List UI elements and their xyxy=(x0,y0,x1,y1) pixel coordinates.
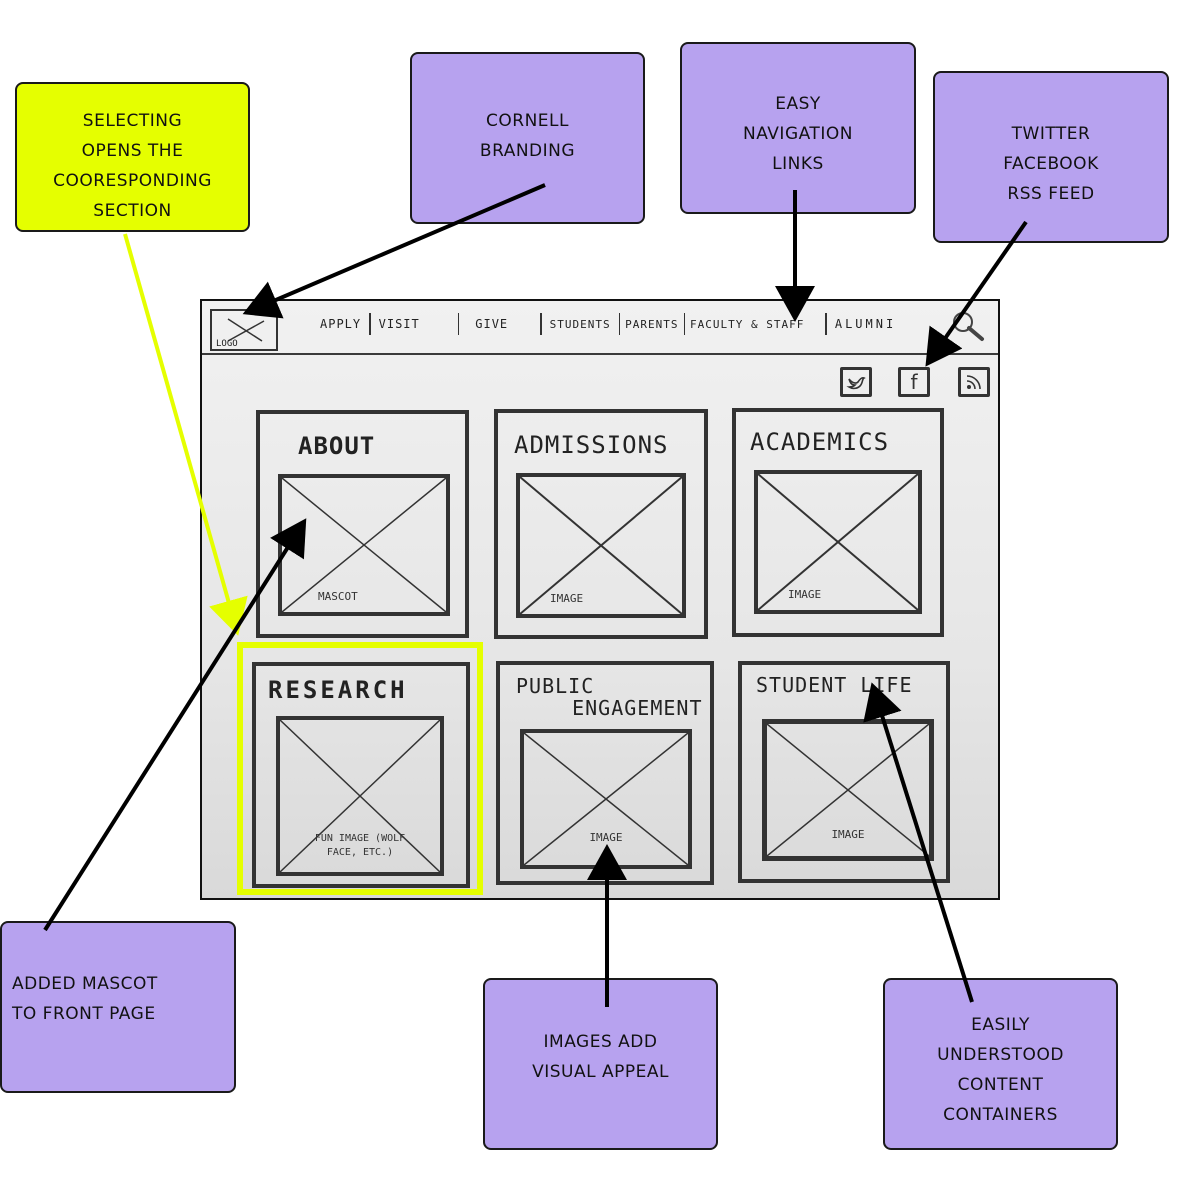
card-title-line: ENGAGEMENT xyxy=(546,696,703,720)
logo-label: LOGO xyxy=(216,339,238,349)
note-line: COORESPONDING xyxy=(53,171,212,191)
nav-link-apply[interactable]: APPLY xyxy=(320,317,362,331)
facebook-icon: f xyxy=(910,370,918,394)
selected-card-highlight xyxy=(237,642,483,895)
image-x-icon xyxy=(758,474,918,610)
nav-links: APPLY VISIT GIVE STUDENTS PARENTS FACULT… xyxy=(314,313,902,335)
note-line: CORNELL xyxy=(486,111,569,131)
search-button[interactable] xyxy=(950,309,986,347)
note-line: NAVIGATION xyxy=(743,124,853,144)
image-caption: IMAGE xyxy=(550,592,584,605)
card-title: STUDENT LIFE xyxy=(756,673,913,697)
note-line: RSS FEED xyxy=(1007,184,1095,204)
note-line: VISUAL APPEAL xyxy=(532,1062,669,1082)
nav-divider xyxy=(825,313,827,335)
nav-link-faculty-staff[interactable]: FACULTY & STAFF xyxy=(690,317,805,331)
card-title: ACADEMICS xyxy=(750,428,890,456)
card-admissions[interactable]: ADMISSIONS IMAGE xyxy=(494,409,708,639)
image-placeholder: MASCOT xyxy=(278,474,450,616)
image-caption: FUN IMAGE (WOLF FACE, ETC.) xyxy=(314,833,406,858)
rss-button[interactable] xyxy=(958,367,990,397)
twitter-icon xyxy=(846,376,866,390)
card-title: PUBLIC ENGAGEMENT xyxy=(516,675,703,719)
card-title: ADMISSIONS xyxy=(514,431,669,459)
image-x-icon xyxy=(280,720,440,872)
logo-placeholder[interactable]: LOGO xyxy=(210,309,278,351)
note-line: CONTAINERS xyxy=(943,1105,1058,1125)
image-placeholder: IMAGE xyxy=(762,719,934,861)
note-line: EASY xyxy=(775,94,821,114)
nav-link-give[interactable]: GIVE xyxy=(475,317,509,331)
note-social-feeds: TWITTER FACEBOOK RSS FEED xyxy=(933,71,1169,243)
image-caption: MASCOT xyxy=(318,590,358,603)
nav-bar: LOGO APPLY VISIT GIVE STUDENTS PARENTS F… xyxy=(202,301,998,355)
nav-divider xyxy=(540,313,542,335)
note-added-mascot: ADDED MASCOT TO FRONT PAGE xyxy=(0,921,236,1093)
note-line: BRANDING xyxy=(479,141,576,161)
note-line: LINKS xyxy=(772,154,824,174)
image-caption: IMAGE xyxy=(589,831,623,844)
note-line: OPENS THE xyxy=(81,141,184,161)
note-line: SELECTING xyxy=(82,111,183,131)
twitter-button[interactable] xyxy=(840,367,872,397)
nav-divider xyxy=(683,313,685,335)
note-line: TWITTER xyxy=(1011,124,1091,144)
card-student-life[interactable]: STUDENT LIFE IMAGE xyxy=(738,661,950,883)
note-line: ADDED MASCOT xyxy=(12,974,158,994)
note-line: EASILY xyxy=(971,1015,1030,1035)
card-academics[interactable]: ACADEMICS IMAGE xyxy=(732,408,944,637)
nav-link-visit[interactable]: VISIT xyxy=(378,317,420,331)
note-images-visual-appeal: IMAGES ADD VISUAL APPEAL xyxy=(483,978,718,1150)
image-caption: IMAGE xyxy=(788,588,822,601)
note-line: TO FRONT PAGE xyxy=(12,1004,156,1024)
note-line: CONTENT xyxy=(957,1075,1044,1095)
nav-link-alumni[interactable]: ALUMNI xyxy=(834,317,897,331)
note-line: FACEBOOK xyxy=(1003,154,1099,174)
card-about[interactable]: ABOUT MASCOT xyxy=(256,410,469,638)
rss-icon xyxy=(966,375,981,390)
nav-divider xyxy=(457,313,460,335)
card-public-engagement[interactable]: PUBLIC ENGAGEMENT IMAGE xyxy=(496,661,714,885)
image-placeholder: IMAGE xyxy=(754,470,922,614)
note-line: SECTION xyxy=(93,201,172,221)
image-x-icon xyxy=(520,477,682,614)
note-line: UNDERSTOOD xyxy=(937,1045,1064,1065)
image-x-icon xyxy=(282,478,446,612)
nav-link-parents[interactable]: PARENTS xyxy=(625,317,679,331)
note-easy-navigation: EASY NAVIGATION LINKS xyxy=(680,42,916,214)
image-placeholder: IMAGE xyxy=(516,473,686,618)
note-content-containers: EASILY UNDERSTOOD CONTENT CONTAINERS xyxy=(883,978,1118,1150)
card-title: ABOUT xyxy=(298,432,376,460)
nav-divider xyxy=(369,313,371,335)
note-selecting-opens-section: SELECTING OPENS THE COORESPONDING SECTIO… xyxy=(15,82,250,232)
facebook-button[interactable]: f xyxy=(898,367,930,397)
note-line: IMAGES ADD xyxy=(543,1032,658,1052)
image-x-icon xyxy=(524,733,688,865)
note-cornell-branding: CORNELL BRANDING xyxy=(410,52,645,224)
search-icon xyxy=(953,312,984,341)
nav-link-students[interactable]: STUDENTS xyxy=(549,317,611,331)
card-title-line: PUBLIC xyxy=(516,674,595,698)
nav-divider xyxy=(618,313,621,335)
image-placeholder: IMAGE xyxy=(520,729,692,869)
image-caption: IMAGE xyxy=(831,828,865,841)
